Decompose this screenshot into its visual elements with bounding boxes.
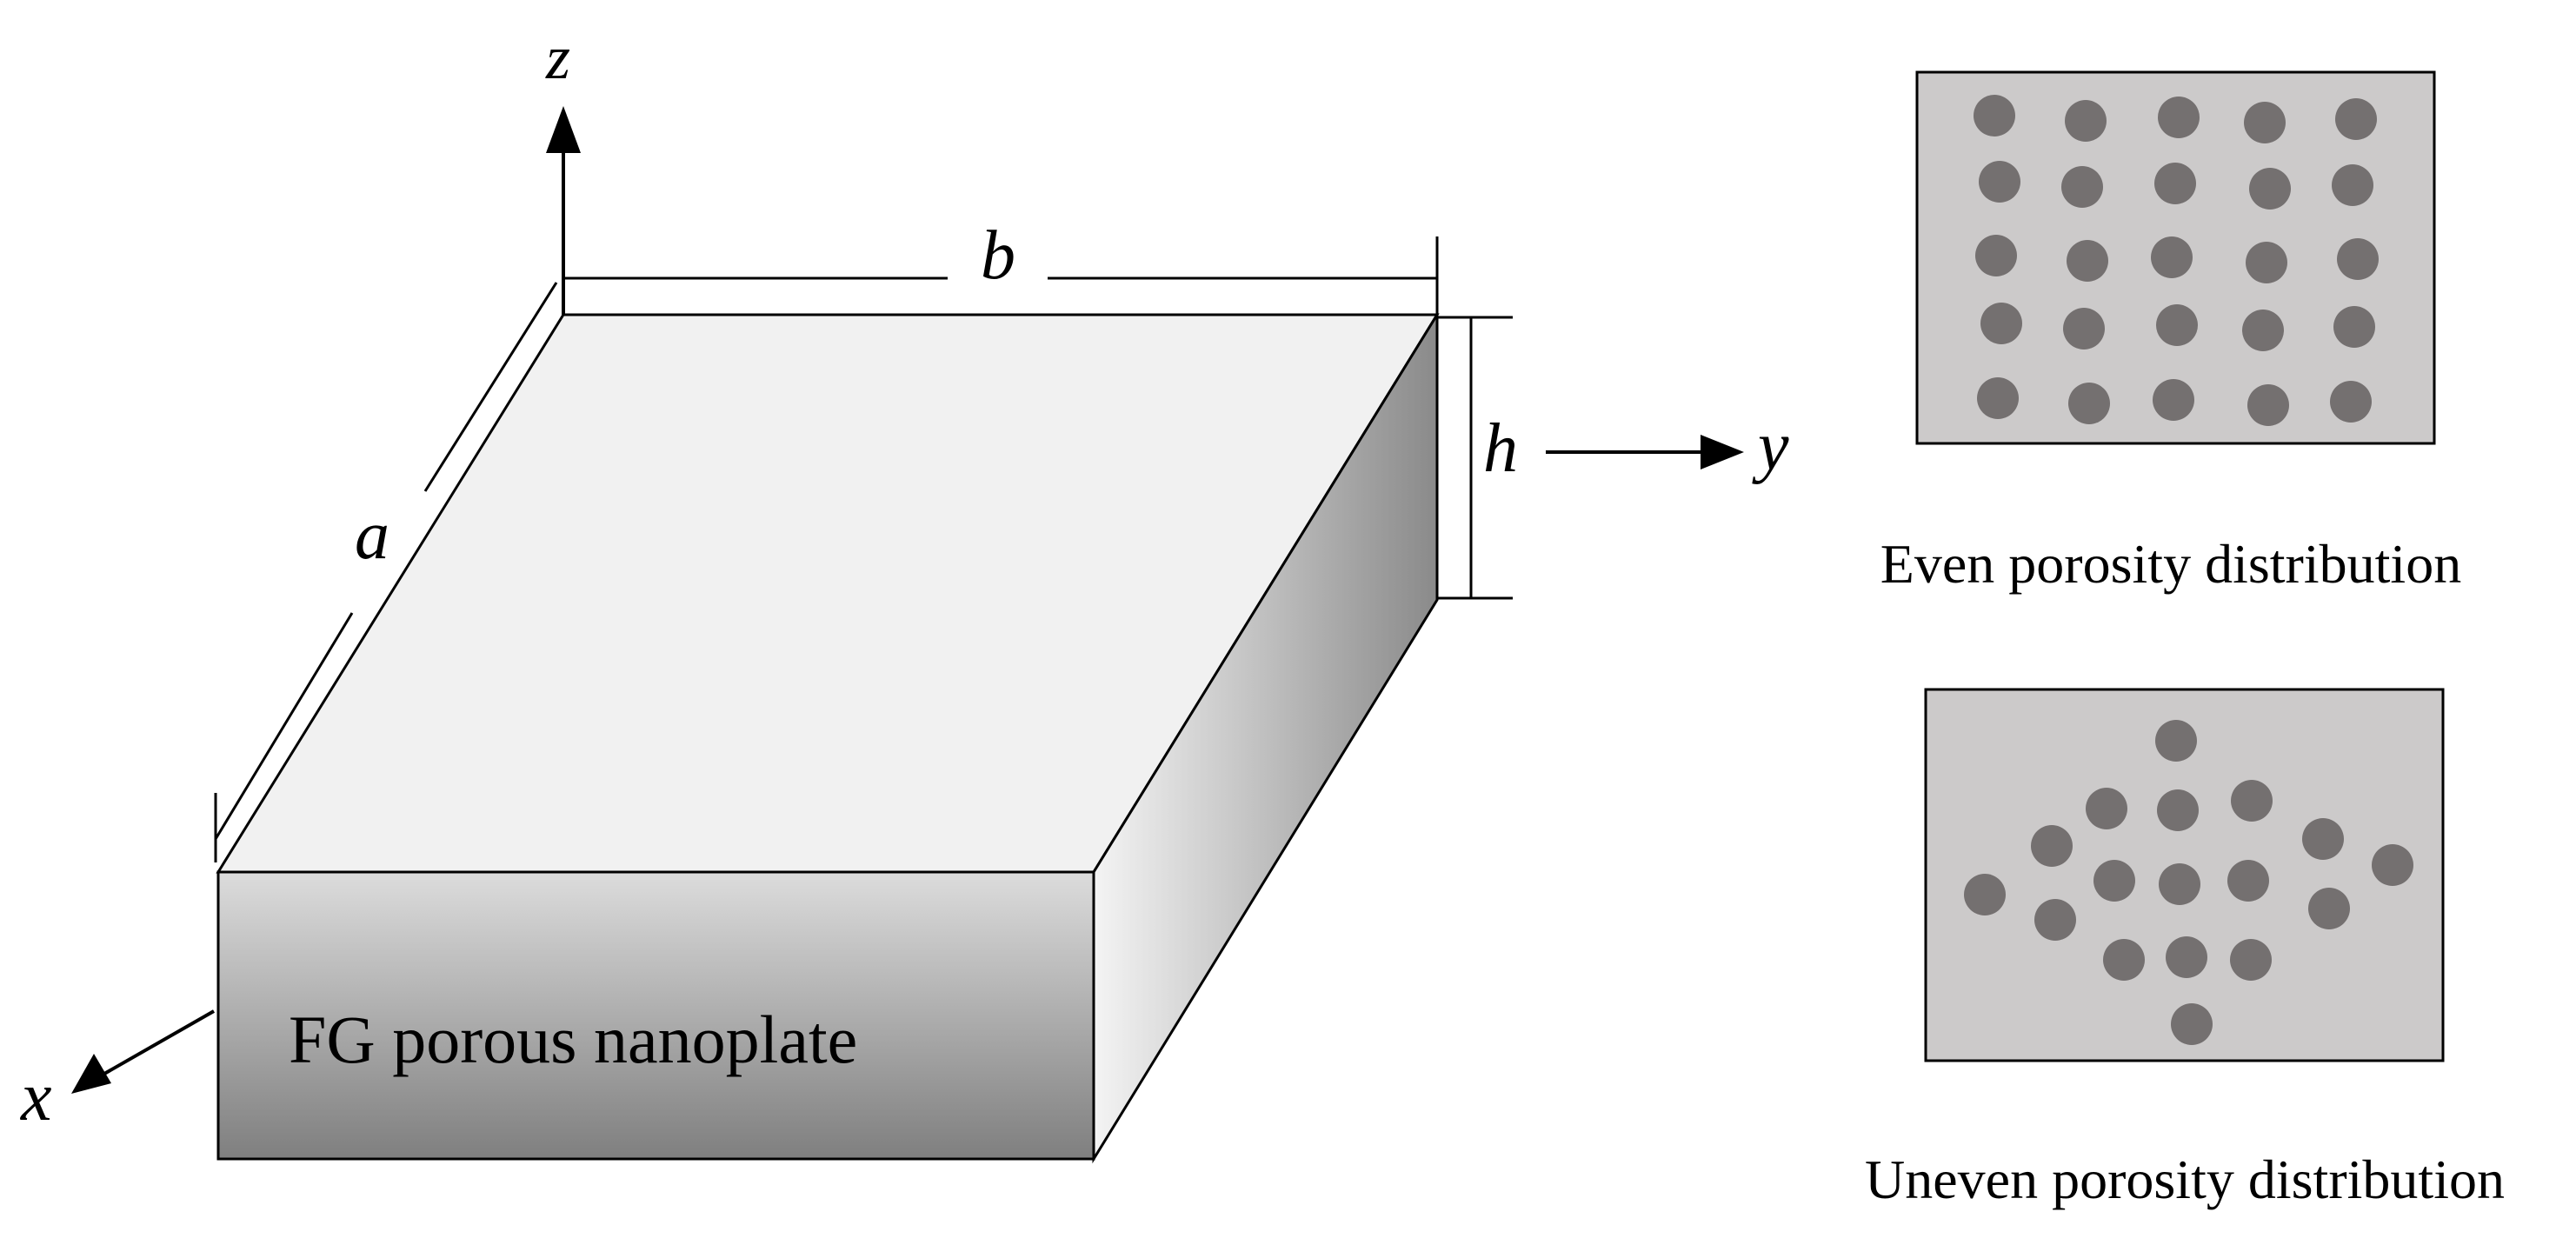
- even-pore: [2332, 164, 2373, 206]
- uneven-pore: [2086, 788, 2127, 829]
- y-axis-label: y: [1752, 409, 1789, 485]
- even-pore: [2330, 381, 2372, 423]
- even-pore: [2244, 102, 2286, 143]
- even-pore: [2158, 97, 2200, 138]
- uneven-pore: [2302, 818, 2344, 860]
- even-pore: [2333, 306, 2375, 348]
- uneven-pore: [2034, 899, 2076, 941]
- z-axis-arrowhead: [546, 106, 581, 153]
- even-pore: [2154, 163, 2196, 204]
- dim-h-label: h: [1483, 410, 1518, 487]
- uneven-pore: [2155, 720, 2197, 762]
- plate-label: FG porous nanoplate: [289, 1002, 857, 1077]
- even-pore: [2065, 100, 2107, 142]
- uneven-pore: [2159, 863, 2200, 905]
- uneven-pore: [2093, 860, 2135, 902]
- even-pore: [2153, 379, 2194, 421]
- even-pores-group: [1974, 95, 2379, 426]
- uneven-pore: [2171, 1003, 2213, 1045]
- uneven-pore: [2372, 844, 2413, 886]
- even-pore: [2061, 166, 2103, 208]
- uneven-pore: [2166, 936, 2207, 978]
- uneven-pore: [2227, 860, 2269, 902]
- even-pore: [2247, 384, 2289, 426]
- even-pore: [2068, 383, 2110, 424]
- dim-a-label: a: [355, 497, 389, 574]
- even-pore: [2242, 310, 2284, 351]
- uneven-pore: [2031, 825, 2073, 867]
- uneven-pore: [2103, 939, 2145, 981]
- plate-front-face: [216, 870, 1095, 1161]
- even-pore: [2337, 238, 2379, 280]
- dim-a-line-lower: [214, 612, 354, 840]
- uneven-pore: [2230, 939, 2272, 981]
- dim-b-label: b: [981, 217, 1015, 294]
- uneven-pore: [2157, 789, 2199, 831]
- y-axis-arrowhead: [1701, 435, 1744, 469]
- x-axis-line: [103, 1009, 215, 1075]
- x-axis-label: x: [20, 1059, 52, 1135]
- even-pore: [1974, 95, 2015, 136]
- even-porosity-caption: Even porosity distribution: [1880, 533, 2461, 595]
- even-pore: [1977, 377, 2019, 419]
- even-pore: [2067, 240, 2108, 282]
- even-pore: [2335, 98, 2377, 140]
- even-pore: [2151, 236, 2193, 278]
- x-axis-arrowhead: [71, 1054, 111, 1094]
- even-pore: [2249, 168, 2291, 210]
- even-pore: [2246, 242, 2287, 283]
- even-pore: [2156, 304, 2198, 346]
- even-pore: [1979, 161, 2020, 203]
- even-pore: [2063, 308, 2105, 350]
- uneven-porosity-caption: Uneven porosity distribution: [1865, 1148, 2505, 1210]
- z-axis-label: z: [545, 23, 570, 92]
- uneven-pore: [2308, 888, 2350, 929]
- uneven-pores-group: [1964, 720, 2413, 1045]
- even-pore: [1975, 235, 2017, 276]
- uneven-pore: [1964, 874, 2006, 915]
- uneven-pore: [2231, 780, 2273, 822]
- dim-a-line-upper: [423, 282, 558, 492]
- even-pore: [1980, 303, 2022, 344]
